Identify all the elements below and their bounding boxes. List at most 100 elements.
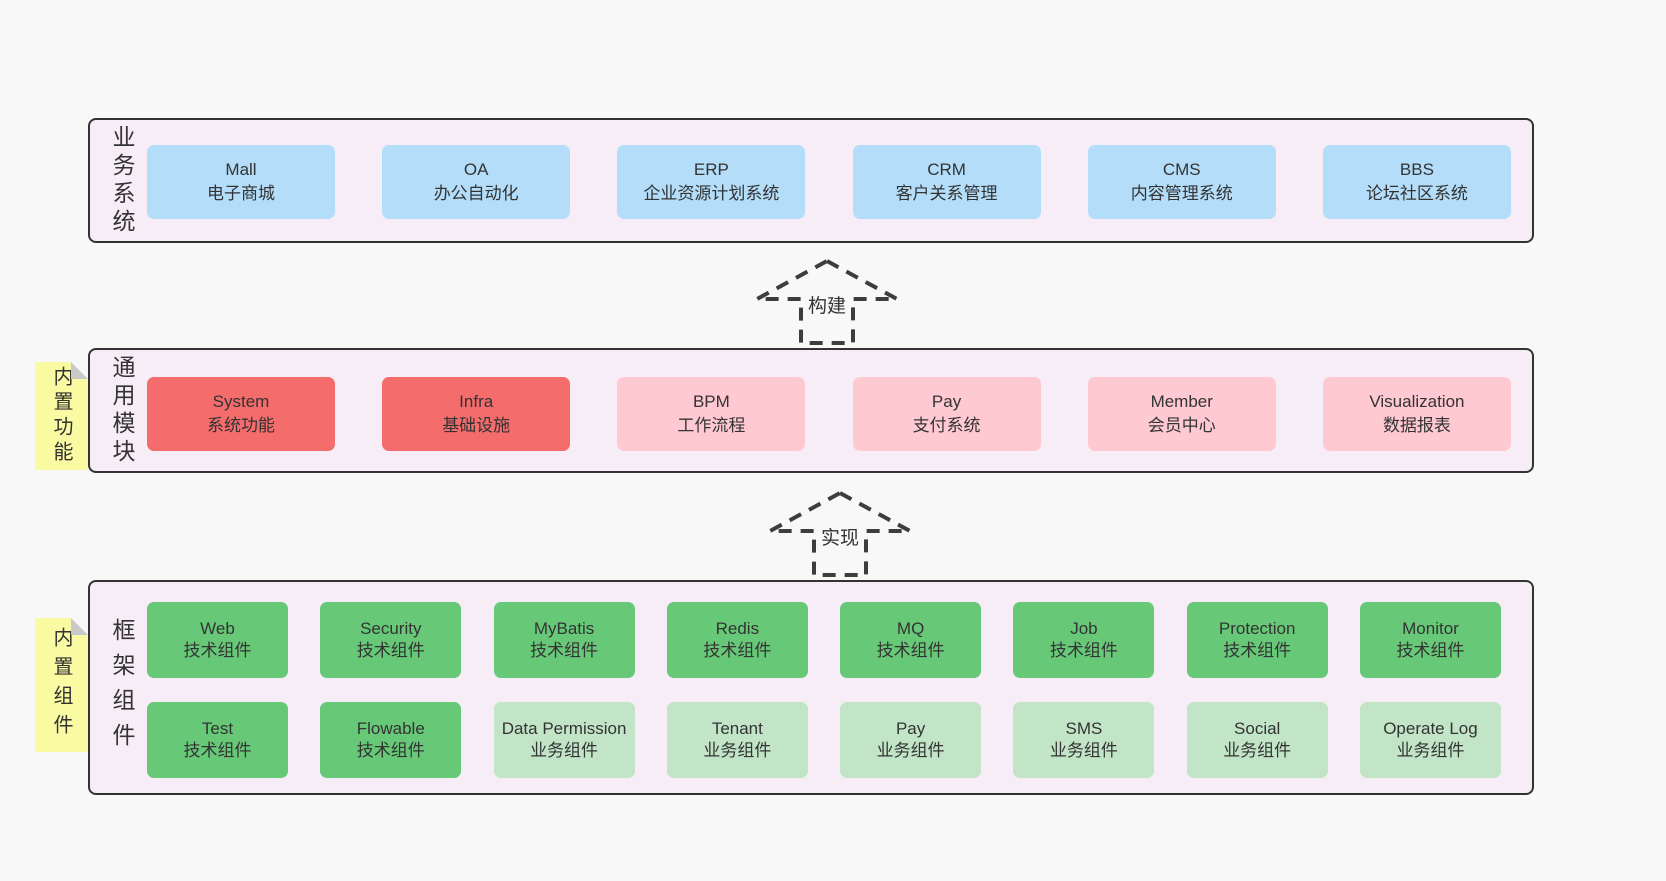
box-title: MQ: [896, 618, 925, 638]
box-mybatis: MyBatis 技术组件: [493, 602, 635, 678]
box-crm: CRM 客户关系管理: [852, 145, 1041, 219]
business-systems-label: 业务系统: [109, 124, 135, 237]
box-title: BBS: [1399, 160, 1434, 180]
box-job: Job 技术组件: [1013, 602, 1155, 678]
box-title: MyBatis: [533, 618, 595, 638]
folded-corner-icon: [71, 618, 88, 635]
sticky-note-builtin-components: 内置组件: [35, 618, 88, 752]
box-subtitle: 技术组件: [1223, 641, 1292, 660]
box-title: Protection: [1218, 618, 1296, 638]
box-subtitle: 企业资源计划系统: [643, 184, 780, 203]
box-oa: OA 办公自动化: [382, 145, 571, 219]
box-subtitle: 技术组件: [183, 741, 252, 760]
sticky-note-builtin-features: 内置功能: [35, 362, 88, 470]
box-pay-system: Pay 支付系统: [852, 377, 1041, 451]
box-title: Mall: [225, 160, 257, 180]
business-systems-row: Mall 电子商城 OA 办公自动化 ERP 企业资源计划系统 CRM 客户关系…: [147, 145, 1511, 219]
box-cms: CMS 内容管理系统: [1087, 145, 1276, 219]
box-erp: ERP 企业资源计划系统: [617, 145, 806, 219]
box-subtitle: 技术组件: [530, 641, 599, 660]
box-title: Security: [360, 618, 422, 638]
box-monitor: Monitor 技术组件: [1359, 602, 1501, 678]
box-data-permission: Data Permission 业务组件: [493, 702, 635, 778]
box-subtitle: 业务组件: [876, 741, 945, 760]
box-title: Web: [200, 618, 235, 638]
box-subtitle: 技术组件: [1396, 641, 1465, 660]
common-modules-container: 通用模块 System 系统功能 Infra 基础设施 BPM 工作流程 Pay…: [88, 348, 1534, 473]
box-subtitle: 技术组件: [1049, 641, 1118, 660]
box-subtitle: 客户关系管理: [895, 184, 998, 203]
box-bbs: BBS 论坛社区系统: [1322, 145, 1511, 219]
implement-arrow-label: 实现: [817, 522, 863, 551]
box-subtitle: 技术组件: [356, 641, 425, 660]
box-title: Tenant: [711, 718, 763, 738]
box-title: Data Permission: [501, 718, 627, 738]
box-title: CRM: [927, 160, 966, 180]
box-subtitle: 业务组件: [1049, 741, 1118, 760]
box-title: Monitor: [1402, 618, 1459, 638]
common-modules-label: 通用模块: [109, 354, 135, 467]
box-tenant: Tenant 业务组件: [666, 702, 808, 778]
box-subtitle: 支付系统: [912, 416, 981, 435]
box-title: SMS: [1065, 718, 1103, 738]
build-arrow-label: 构建: [804, 290, 850, 319]
box-subtitle: 技术组件: [356, 741, 425, 760]
box-operate-log: Operate Log 业务组件: [1359, 702, 1501, 778]
framework-components-container: 框架组件 Web 技术组件 Security 技术组件 MyBatis 技术组件…: [88, 580, 1534, 795]
box-subtitle: 技术组件: [183, 641, 252, 660]
box-security: Security 技术组件: [320, 602, 462, 678]
box-subtitle: 电子商城: [207, 184, 275, 203]
box-title: Social: [1234, 718, 1281, 738]
build-arrow: 构建: [747, 256, 907, 348]
box-title: Pay: [895, 718, 926, 738]
folded-corner-icon: [71, 362, 88, 379]
box-subtitle: 业务组件: [530, 741, 599, 760]
box-subtitle: 系统功能: [207, 416, 275, 435]
box-subtitle: 会员中心: [1147, 416, 1216, 435]
box-subtitle: 业务组件: [1223, 741, 1292, 760]
box-sms: SMS 业务组件: [1013, 702, 1155, 778]
box-title: Member: [1150, 392, 1213, 412]
box-subtitle: 基础设施: [442, 416, 511, 435]
box-title: OA: [463, 160, 489, 180]
box-system: System 系统功能: [147, 377, 335, 451]
box-title: Infra: [459, 392, 494, 412]
box-title: Test: [201, 718, 234, 738]
implement-arrow: 实现: [760, 488, 920, 580]
box-subtitle: 技术组件: [703, 641, 772, 660]
sticky-note-text: 内置组件: [50, 627, 72, 743]
box-mall: Mall 电子商城: [147, 145, 335, 219]
box-subtitle: 办公自动化: [433, 184, 519, 203]
box-web: Web 技术组件: [147, 602, 288, 678]
box-mq: MQ 技术组件: [840, 602, 982, 678]
business-systems-container: 业务系统 Mall 电子商城 OA 办公自动化 ERP 企业资源计划系统 CRM…: [88, 118, 1534, 243]
box-title: Flowable: [356, 718, 425, 738]
box-subtitle: 工作流程: [677, 416, 746, 435]
box-title: Operate Log: [1383, 718, 1478, 738]
framework-components-label: 框架组件: [109, 617, 135, 758]
box-pay-component: Pay 业务组件: [840, 702, 982, 778]
box-title: Redis: [715, 618, 760, 638]
box-member: Member 会员中心: [1087, 377, 1276, 451]
box-title: ERP: [693, 160, 729, 180]
box-subtitle: 论坛社区系统: [1365, 184, 1468, 203]
box-title: Job: [1070, 618, 1098, 638]
box-title: Pay: [931, 392, 962, 412]
box-title: Visualization: [1369, 392, 1465, 412]
box-social: Social 业务组件: [1186, 702, 1328, 778]
box-title: BPM: [692, 392, 730, 412]
framework-row-2: Test 技术组件 Flowable 技术组件 Data Permission …: [147, 702, 1501, 778]
box-subtitle: 内容管理系统: [1130, 184, 1233, 203]
box-protection: Protection 技术组件: [1186, 602, 1328, 678]
box-title: System: [212, 392, 270, 412]
box-redis: Redis 技术组件: [666, 602, 808, 678]
framework-row-1: Web 技术组件 Security 技术组件 MyBatis 技术组件 Redi…: [147, 602, 1501, 678]
common-modules-row: System 系统功能 Infra 基础设施 BPM 工作流程 Pay 支付系统…: [147, 377, 1511, 451]
box-flowable: Flowable 技术组件: [320, 702, 462, 778]
sticky-note-text: 内置功能: [50, 366, 72, 466]
box-subtitle: 数据报表: [1382, 416, 1451, 435]
box-subtitle: 业务组件: [703, 741, 772, 760]
box-infra: Infra 基础设施: [382, 377, 571, 451]
box-subtitle: 业务组件: [1396, 741, 1465, 760]
box-visualization: Visualization 数据报表: [1322, 377, 1511, 451]
